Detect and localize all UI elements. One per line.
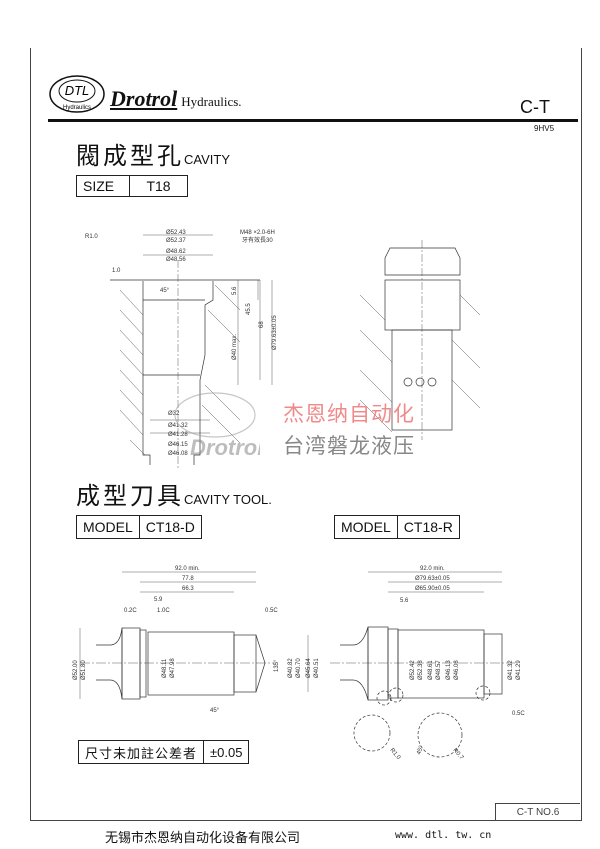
dim-d2: Ø52.38 xyxy=(418,660,424,680)
footer-url[interactable]: www. dtl. tw. cn xyxy=(395,830,492,841)
tool-d-drawing: 92.0 min. 77.8 66.3 5.9 0.2C 1.0C 0.5C Ø… xyxy=(73,566,320,714)
dim-c1: 0.2C xyxy=(124,608,137,614)
dim-d6: Ø46.08 xyxy=(454,660,460,680)
dim-d7: Ø45.64 xyxy=(306,658,312,678)
dim-d5: Ø46.13 xyxy=(446,660,452,680)
footer-company: 无锡市杰恩纳自动化设备有限公司 xyxy=(105,830,301,845)
model-d-table: MODEL CT18-D xyxy=(76,515,202,539)
dim-d1: Ø52.43 xyxy=(166,230,186,236)
dim-c3: 0.5C xyxy=(265,608,278,614)
dim-d3: Ø48.62 xyxy=(166,249,186,255)
logo-emblem-icon: DTL Hydraulics xyxy=(49,75,105,113)
dim-l2: 77.8 xyxy=(182,576,194,582)
dim-d3: Ø48.61 xyxy=(428,660,434,680)
brand-suffix: Hydraulics. xyxy=(181,94,242,109)
brand-name: Drotrol xyxy=(110,86,178,111)
tolerance-value: ±0.05 xyxy=(203,741,248,763)
doc-subcode: 9HV5 xyxy=(534,124,555,133)
page-number-box: C-T NO.6 xyxy=(495,803,580,821)
dim-b5: Ø46.08 xyxy=(168,451,188,457)
dim-v1: 5.6 xyxy=(232,286,238,295)
dim-v5: Ø40 max. xyxy=(232,334,238,360)
cavity-title: 閥成型孔CAVITY xyxy=(76,136,230,171)
dim-v4: Ø79.63±0.05 xyxy=(272,315,278,350)
dim-d4: Ø48.57 xyxy=(436,660,442,680)
model-label: MODEL xyxy=(83,519,133,535)
dim-d3: Ø48.11 xyxy=(162,658,168,678)
cavity-title-cn: 閥成型孔 xyxy=(76,142,184,170)
dim-b4: Ø46.15 xyxy=(168,442,188,448)
valve-section xyxy=(359,240,481,440)
watermark-logo: Drotrol xyxy=(160,390,264,465)
tolerance-label: 尺寸未加註公差者 xyxy=(85,745,198,761)
logo-text: DTL xyxy=(65,83,90,98)
tool-title-cn: 成型刀具 xyxy=(76,482,184,510)
model-label: MODEL xyxy=(341,519,391,535)
header-rule xyxy=(48,119,578,122)
cavity-title-en: CAVITY xyxy=(184,152,230,167)
dim-thread: M48 ×2.0-6H xyxy=(240,230,275,236)
doc-code: C-T xyxy=(520,97,550,117)
watermark-emblem-icon: Drotrol xyxy=(174,392,264,460)
dim-a1: 135° xyxy=(274,659,280,672)
dim-b1: Ø32 xyxy=(168,411,180,417)
dim-l4: 5.6 xyxy=(400,598,409,604)
watermark-brand: Drotrol xyxy=(190,435,260,460)
dim-a2: 45° xyxy=(210,708,220,714)
dim-l3: 66.3 xyxy=(182,586,194,592)
dim-r2: R0.7 xyxy=(451,747,464,761)
tool-title: 成型刀具CAVITY TOOL. xyxy=(76,476,272,511)
size-table: SIZE T18 xyxy=(76,175,188,197)
dim-r1: R1.0 xyxy=(388,747,401,761)
dim-thread-note: 牙有效長30 xyxy=(242,236,273,244)
dim-d7: Ø41.32 xyxy=(508,660,514,680)
cavity-section xyxy=(110,260,260,470)
model-r-table: MODEL CT18-R xyxy=(334,515,460,539)
dim-l1: 92.0 min. xyxy=(175,566,200,572)
dim-r: R1.0 xyxy=(85,234,98,240)
dim-d8: Ø41.29 xyxy=(516,660,522,680)
logo: DTL Hydraulics xyxy=(48,74,106,114)
page-frame xyxy=(30,48,582,821)
dim-h1: 1.0 xyxy=(112,268,121,274)
dim-d6: Ø40.70 xyxy=(296,658,302,678)
dim-d5: Ø40.82 xyxy=(288,658,294,678)
dim-d2: Ø52.37 xyxy=(166,238,186,244)
size-value: T18 xyxy=(129,176,187,196)
dim-b3: Ø41.28 xyxy=(168,432,188,438)
tool-title-en: CAVITY TOOL. xyxy=(184,492,272,507)
dim-v2: 45.5 xyxy=(246,303,252,315)
dim-l2: Ø79.63±0.05 xyxy=(415,576,450,582)
dim-b2: Ø41.32 xyxy=(168,423,188,429)
dim-d1: Ø52.42 xyxy=(410,660,416,680)
dim-c2: 1.0C xyxy=(157,608,170,614)
dim-l3: Ø65.90±0.05 xyxy=(415,586,450,592)
size-label: SIZE xyxy=(83,178,115,194)
cavity-drawing: R1.0 1.0 45° Ø52.43 Ø52.37 Ø48.62 Ø48.56… xyxy=(85,230,481,470)
dim-d2: Ø51.80 xyxy=(81,660,87,680)
model-d-value: CT18-D xyxy=(138,516,201,538)
dim-c1: 0.5C xyxy=(512,711,525,717)
model-r-value: CT18-R xyxy=(396,516,459,538)
watermark-line2: 台湾磐龙液压 xyxy=(283,435,415,458)
dim-v3: 68 xyxy=(259,321,265,328)
dim-d4: Ø48.56 xyxy=(166,257,186,263)
dim-l4: 5.9 xyxy=(154,597,163,603)
dim-l1: 92.0 min. xyxy=(420,566,445,572)
tolerance-table: 尺寸未加註公差者 ±0.05 xyxy=(78,740,250,764)
dim-a1: 45° xyxy=(416,745,425,756)
watermark-line1: 杰恩纳自动化 xyxy=(283,403,415,426)
dim-d4: Ø47.98 xyxy=(170,658,176,678)
dim-d1: Ø52.00 xyxy=(73,660,79,680)
dim-d8: Ø40.51 xyxy=(314,658,320,678)
brand: Drotrol Hydraulics. xyxy=(110,86,242,112)
logo-sub: Hydraulics xyxy=(63,105,91,111)
tool-r-drawing: 92.0 min. Ø79.63±0.05 Ø65.90±0.05 5.6 Ø5… xyxy=(330,566,525,762)
dim-a45: 45° xyxy=(160,288,170,294)
